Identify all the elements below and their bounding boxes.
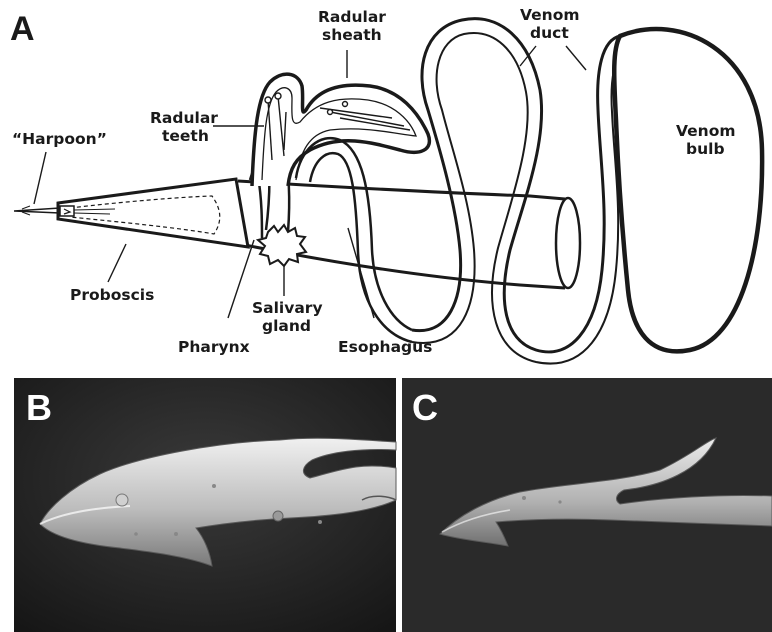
radular-sheath <box>252 74 429 186</box>
panel-a-letter: A <box>10 10 35 48</box>
panel-b-letter: B <box>26 387 52 428</box>
label-harpoon: “Harpoon” <box>12 130 107 148</box>
label-salivary-gland-line1: Salivary <box>252 299 323 317</box>
proboscis <box>58 179 248 247</box>
label-radular-sheath-line2: sheath <box>322 26 382 44</box>
venom-bulb <box>614 29 762 351</box>
panel-b-micrograph: B <box>14 378 396 632</box>
label-venom-duct-line1: Venom <box>520 6 580 24</box>
panel-c-letter: C <box>412 387 438 428</box>
label-radular-sheath-line1: Radular <box>318 8 386 26</box>
label-pharynx: Pharynx <box>178 338 250 356</box>
label-venom-bulb-line2: bulb <box>686 140 725 158</box>
label-venom-duct-line2: duct <box>530 24 569 42</box>
label-radular-teeth-line2: teeth <box>162 127 209 145</box>
label-salivary-gland-line2: gland <box>262 317 311 335</box>
label-esophagus: Esophagus <box>338 338 432 356</box>
panel-a-diagram: A <box>10 6 762 364</box>
panel-c-micrograph: C <box>402 378 772 632</box>
harpoon-tip <box>14 206 60 215</box>
salivary-gland <box>258 225 306 266</box>
label-venom-bulb-line1: Venom <box>676 122 736 140</box>
label-proboscis: Proboscis <box>70 286 154 304</box>
label-radular-teeth-line1: Radular <box>150 109 218 127</box>
